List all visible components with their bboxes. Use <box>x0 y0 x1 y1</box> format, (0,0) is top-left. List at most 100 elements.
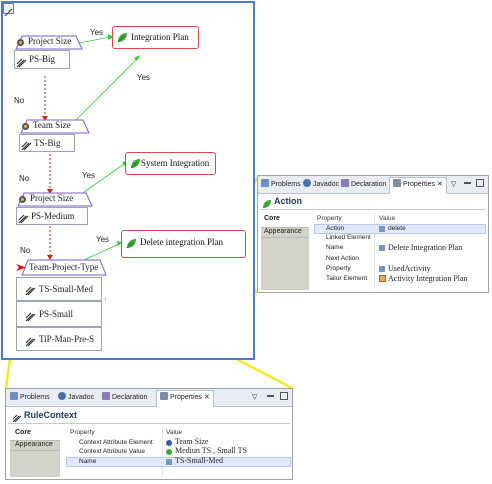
property-value[interactable]: Team Size <box>175 437 209 446</box>
action-node-selected[interactable]: Delete integration Plan <box>121 230 246 258</box>
view-menu-icon[interactable]: ▽ <box>451 181 457 188</box>
pencil-icon <box>18 211 29 224</box>
branch-label: TS-Big <box>34 138 61 148</box>
column-header-property: Property <box>70 429 95 436</box>
properties-icon <box>160 392 168 400</box>
side-tab-appearance[interactable]: Appearance <box>10 440 60 451</box>
field-icon <box>166 459 172 465</box>
property-value[interactable]: TS-Small-Med <box>175 456 223 465</box>
decision-node[interactable]: Project Size PS-Big <box>14 35 84 77</box>
action-name: Delete integration Plan <box>140 237 223 247</box>
branch-item[interactable]: PS-Small <box>16 301 102 327</box>
tab-declaration[interactable]: Declaration <box>102 391 147 405</box>
property-value[interactable]: Activity Integration Plan <box>388 274 468 283</box>
declaration-icon <box>341 179 349 187</box>
resize-handle-icon[interactable]: › <box>104 294 107 303</box>
selected-row <box>66 457 291 467</box>
leaf-icon <box>125 237 138 255</box>
leaf-icon <box>262 196 272 214</box>
column-header-value: Value <box>166 429 183 436</box>
minimize-icon[interactable] <box>267 391 274 405</box>
branch-label: TS-Small-Med <box>39 284 93 294</box>
side-tab-appearance[interactable]: Appearance <box>261 227 309 238</box>
properties-icon <box>393 179 401 187</box>
decision-name: Project Size <box>28 36 72 46</box>
branch-label: PS-Small <box>39 309 74 319</box>
side-tab-core[interactable]: Core <box>10 429 60 440</box>
property-name: Action <box>326 225 345 232</box>
branch-item[interactable]: TS-Small-Med <box>16 277 102 301</box>
column-header-value: Value <box>379 215 396 222</box>
selected-row <box>314 224 486 234</box>
decision-header: Project Size <box>16 192 96 207</box>
action-node[interactable]: System Integration <box>125 152 216 175</box>
side-tab-rest <box>10 451 60 477</box>
minimize-icon[interactable] <box>464 178 471 192</box>
declaration-icon <box>102 392 110 400</box>
field-icon <box>379 266 385 272</box>
leaf-icon <box>129 157 142 175</box>
property-name: Name <box>79 458 97 465</box>
field-icon <box>379 226 385 232</box>
title-divider <box>260 209 486 210</box>
action-node[interactable]: Integration Plan <box>112 26 199 49</box>
rulecontext-properties-panel: Problems Javadoc Declaration Properties … <box>5 388 293 480</box>
column-divider <box>374 213 375 289</box>
property-name: Name <box>326 244 344 251</box>
property-name: Linked Element <box>326 234 371 241</box>
tab-problems[interactable]: Problems <box>261 178 301 192</box>
view-menu-icon[interactable]: ▽ <box>252 394 258 401</box>
tab-properties[interactable]: Properties ✕ <box>156 390 214 407</box>
decision-node[interactable]: Project Size PS-Medium <box>16 192 96 232</box>
gear-icon <box>17 194 28 205</box>
tab-declaration[interactable]: Declaration <box>341 178 386 192</box>
branch-label: PS-Medium <box>31 211 75 221</box>
maximize-icon[interactable] <box>280 391 288 405</box>
branch-item[interactable]: TS-Big <box>19 134 75 152</box>
problems-icon <box>261 179 269 187</box>
decision-header: Team Size <box>19 119 91 134</box>
problems-icon <box>10 392 18 400</box>
edge-label-yes: Yes <box>90 28 104 37</box>
decision-node[interactable]: Team Size TS-Big <box>19 119 91 159</box>
action-name: System Integration <box>141 158 210 168</box>
edge-label-no: No <box>20 246 31 255</box>
property-value[interactable]: delete <box>388 225 406 232</box>
element-icon <box>166 440 172 446</box>
edge-label-no: No <box>14 96 25 105</box>
decision-node-selected[interactable]: Team-Project-Type TS-Small-Med PS-Small … <box>16 258 112 358</box>
pencil-icon <box>21 138 32 151</box>
property-value[interactable]: Mediun TS , Small TS <box>175 446 247 455</box>
branch-item[interactable]: PS-Big <box>14 50 70 69</box>
tab-javadoc[interactable]: Javadoc <box>303 178 339 192</box>
branch-item[interactable]: TiP-Man-Pre-S <box>16 327 102 351</box>
panel-title: RuleContext <box>24 410 78 420</box>
pencil-icon <box>25 334 36 347</box>
javadoc-icon <box>58 392 66 400</box>
branch-label: PS-Big <box>29 54 56 64</box>
edge-label-no: No <box>19 174 30 183</box>
decision-name: Team-Project-Type <box>29 262 99 272</box>
close-icon[interactable]: ✕ <box>203 394 210 401</box>
column-divider <box>162 427 163 477</box>
maximize-icon[interactable] <box>476 178 484 192</box>
property-name: Context Attribute Element <box>79 439 153 446</box>
decision-name: Project Size <box>30 193 74 203</box>
side-tab-core[interactable]: Core <box>261 215 309 226</box>
pencil-icon <box>25 283 36 296</box>
tab-javadoc[interactable]: Javadoc <box>58 391 94 405</box>
close-icon[interactable]: ✕ <box>436 181 443 188</box>
branch-label: TiP-Man-Pre-S <box>39 334 95 344</box>
tab-problems[interactable]: Problems <box>10 391 50 405</box>
property-name: Context Attribute Value <box>79 448 146 455</box>
value-icon <box>166 449 172 455</box>
branch-item[interactable]: PS-Medium <box>16 207 88 225</box>
panel-title: Action <box>274 196 302 206</box>
action-name: Integration Plan <box>131 32 189 42</box>
editor-maximize-icon[interactable] <box>3 3 14 17</box>
pencil-icon <box>16 55 27 68</box>
property-value[interactable]: Delete Integration Plan <box>388 243 463 252</box>
property-value[interactable]: UsedActivity <box>388 264 431 273</box>
column-header-property: Property <box>317 215 342 222</box>
tab-properties[interactable]: Properties ✕ <box>389 177 447 194</box>
